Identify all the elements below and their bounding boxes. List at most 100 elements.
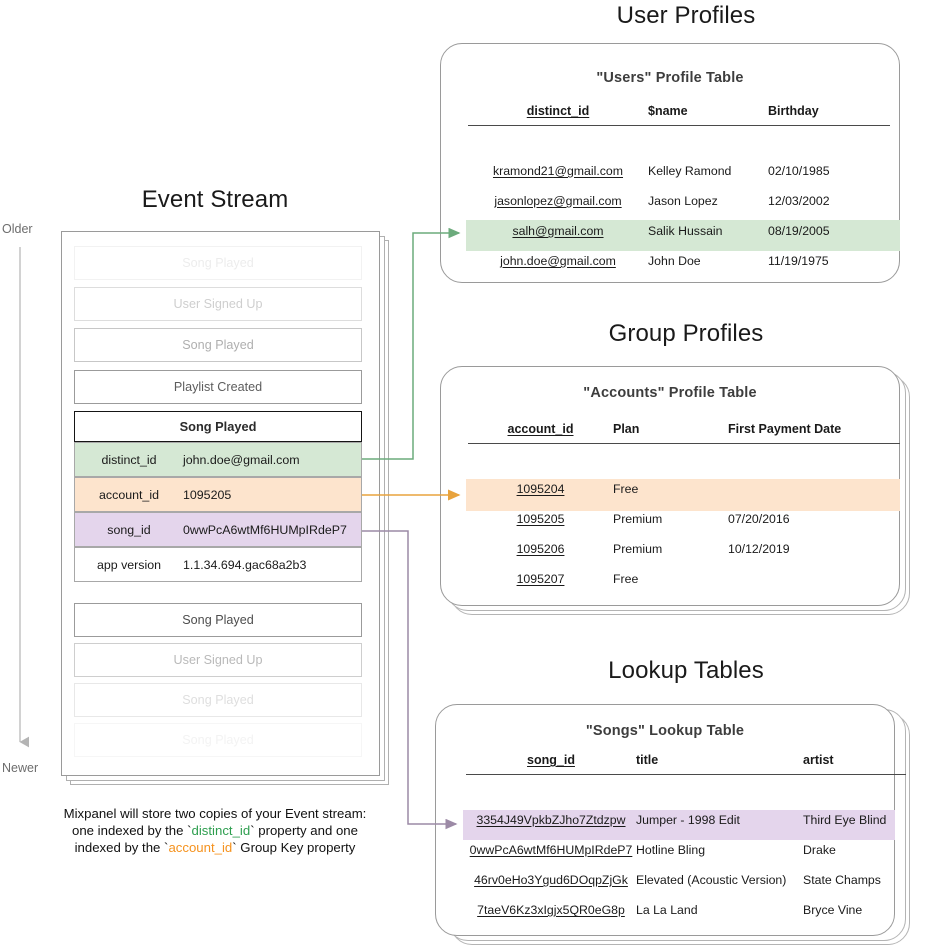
songs-cell-song-id: 46rv0eHo3Ygud6DOqpZjGk <box>474 873 628 887</box>
accounts-cell-account-id: 1095204 <box>516 482 565 496</box>
songs-cell-title: Jumper - 1998 Edit <box>636 813 740 827</box>
users-header-rule <box>468 125 890 156</box>
songs-header-rule <box>466 774 906 805</box>
lookup-tables-title: Lookup Tables <box>608 657 764 684</box>
users-cell-name: John Doe <box>648 254 701 268</box>
accounts-table-header-row: account_id Plan First Payment Date <box>468 422 900 444</box>
accounts-table: account_id Plan First Payment Date 10952… <box>468 422 900 594</box>
group-profiles-title: Group Profiles <box>608 320 764 347</box>
songs-cell-song-id: 7taeV6Kz3xIgjx5QR0eG8p <box>477 903 625 917</box>
songs-cell-artist: Third Eye Blind <box>803 813 887 827</box>
table-row[interactable]: 46rv0eHo3Ygud6DOqpZjGk Elevated (Acousti… <box>466 865 906 895</box>
songs-table-header-row: song_id title artist <box>466 753 906 775</box>
event-property-key: account_id <box>99 487 159 502</box>
accounts-col-plan: Plan <box>613 422 640 436</box>
users-cell-name: Salik Hussain <box>648 224 723 238</box>
event-property-distinct-id[interactable]: distinct_id john.doe@gmail.com <box>74 442 362 477</box>
event-property-key: app version <box>96 557 162 572</box>
event-property-key: distinct_id <box>101 452 157 467</box>
songs-col-artist: artist <box>803 753 834 767</box>
caption-line-2-pre: one indexed by the ` <box>72 823 192 838</box>
event-item[interactable]: Song Played <box>74 603 362 637</box>
users-cell-name: Jason Lopez <box>648 194 718 208</box>
table-row[interactable]: 1095207 Free <box>468 564 900 594</box>
event-item[interactable]: Song Played <box>74 246 362 280</box>
users-cell-distinct-id: jasonlopez@gmail.com <box>494 194 622 208</box>
event-item[interactable]: Song Played <box>74 683 362 717</box>
table-row-highlighted[interactable]: john.doe@gmail.com John Doe 11/19/1975 <box>468 246 890 276</box>
caption-line-3-post: ` Group Key property <box>232 840 356 855</box>
event-property-song-id[interactable]: song_id 0wwPcA6wtMf6HUMpIRdeP7 <box>74 512 362 547</box>
users-highlight-band <box>466 220 900 251</box>
accounts-cell-first-payment <box>728 564 900 594</box>
songs-col-song-id: song_id <box>527 753 575 767</box>
users-cell-birthday: 02/10/1985 <box>768 164 830 178</box>
songs-cell-title: Hotline Bling <box>636 843 706 857</box>
songs-table: song_id title artist 3354J49VpkbZJho7Ztd… <box>466 753 906 925</box>
timeline-older-label: Older <box>2 222 33 236</box>
event-item[interactable]: User Signed Up <box>74 287 362 321</box>
accounts-cell-account-id: 1095207 <box>516 572 565 586</box>
table-row[interactable]: 1095204 Free <box>468 474 900 504</box>
table-row[interactable]: salh@gmail.com Salik Hussain 08/19/2005 <box>468 216 890 246</box>
songs-cell-title: La La Land <box>636 903 698 917</box>
event-property-value: 1095205 <box>183 487 232 502</box>
event-item[interactable]: User Signed Up <box>74 643 362 677</box>
caption-distinct-id-key: distinct_id <box>191 823 251 838</box>
users-col-name: $name <box>648 104 688 118</box>
table-row[interactable]: jasonlopez@gmail.com Jason Lopez 12/03/2… <box>468 186 890 216</box>
accounts-highlight-band <box>466 479 900 511</box>
user-profiles-title: User Profiles <box>616 2 756 29</box>
table-row[interactable]: 7taeV6Kz3xIgjx5QR0eG8p La La Land Bryce … <box>466 895 906 925</box>
timeline-newer-label: Newer <box>2 761 39 775</box>
songs-highlight-band <box>463 810 895 840</box>
users-cell-birthday: 11/19/1975 <box>768 254 829 268</box>
users-cell-distinct-id: john.doe@gmail.com <box>500 254 616 268</box>
selected-event-header[interactable]: Song Played <box>74 411 362 442</box>
songs-cell-artist: State Champs <box>803 873 881 887</box>
songs-cell-artist: Drake <box>803 843 836 857</box>
songs-cell-song-id: 3354J49VpkbZJho7Ztdzpw <box>476 813 626 827</box>
event-item[interactable]: Song Played <box>74 723 362 757</box>
songs-table-title: "Songs" Lookup Table <box>585 723 745 739</box>
accounts-cell-first-payment: 10/12/2019 <box>728 542 790 556</box>
caption-line-3-pre: indexed by the ` <box>74 840 169 855</box>
users-col-distinct-id: distinct_id <box>526 104 590 118</box>
caption-line-1: Mixpanel will store two copies of your E… <box>63 806 367 821</box>
users-table-header-row: distinct_id $name Birthday <box>468 104 890 126</box>
users-cell-distinct-id: salh@gmail.com <box>512 224 604 238</box>
users-cell-name: Kelley Ramond <box>648 164 732 178</box>
users-col-birthday: Birthday <box>768 104 819 118</box>
caption-line-2-post: ` property and one <box>250 823 358 838</box>
table-row[interactable]: 3354J49VpkbZJho7Ztdzpw Jumper - 1998 Edi… <box>466 805 906 835</box>
event-item[interactable]: Song Played <box>74 328 362 362</box>
event-item[interactable]: Playlist Created <box>74 370 362 404</box>
event-property-value: 0wwPcA6wtMf6HUMpIRdeP7 <box>183 522 347 537</box>
songs-cell-artist: Bryce Vine <box>803 903 863 917</box>
table-row[interactable]: 1095206 Premium 10/12/2019 <box>468 534 900 564</box>
users-table: distinct_id $name Birthday kramond21@gma… <box>468 104 890 276</box>
users-cell-birthday: 12/03/2002 <box>768 194 830 208</box>
songs-col-title: title <box>636 753 659 767</box>
accounts-cell-plan: Free <box>613 482 639 496</box>
accounts-table-title: "Accounts" Profile Table <box>583 385 757 401</box>
event-property-app-version[interactable]: app version 1.1.34.694.gac68a2b3 <box>74 547 362 582</box>
users-table-title: "Users" Profile Table <box>596 70 744 86</box>
accounts-cell-plan: Free <box>613 572 639 586</box>
caption-line-2: one indexed by the `distinct_id` propert… <box>30 822 400 839</box>
event-property-account-id[interactable]: account_id 1095205 <box>74 477 362 512</box>
table-row-highlighted[interactable]: 1095205 Premium 07/20/2016 <box>468 504 900 534</box>
event-property-value: john.doe@gmail.com <box>183 452 300 467</box>
event-stream-caption: Mixpanel will store two copies of your E… <box>30 805 400 856</box>
table-row-highlighted[interactable]: 0wwPcA6wtMf6HUMpIRdeP7 Hotline Bling Dra… <box>466 835 906 865</box>
songs-cell-title: Elevated (Acoustic Version) <box>636 873 787 887</box>
accounts-col-account-id: account_id <box>507 422 574 436</box>
accounts-header-rule <box>468 443 900 474</box>
users-cell-birthday: 08/19/2005 <box>768 224 830 238</box>
accounts-col-first-payment-date: First Payment Date <box>728 422 842 436</box>
accounts-cell-account-id: 1095206 <box>516 542 565 556</box>
event-property-value: 1.1.34.694.gac68a2b3 <box>183 557 307 572</box>
table-row[interactable]: kramond21@gmail.com Kelley Ramond 02/10/… <box>468 156 890 186</box>
caption-line-3: indexed by the `account_id` Group Key pr… <box>30 839 400 856</box>
accounts-cell-first-payment <box>728 474 900 504</box>
